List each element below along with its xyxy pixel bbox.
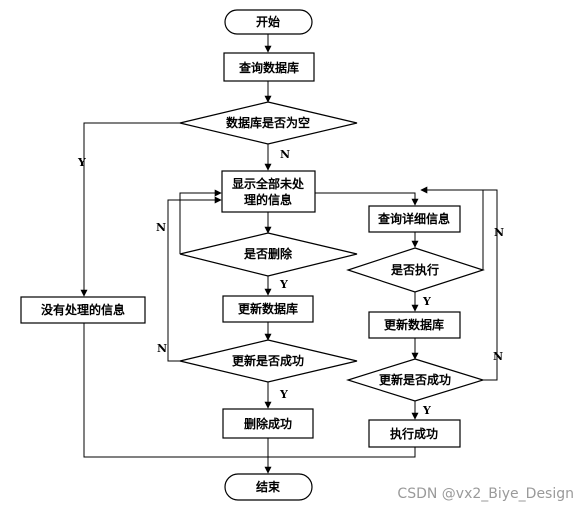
delete-decision: 是否删除 bbox=[179, 232, 358, 277]
delete-success-label: 删除成功 bbox=[244, 416, 292, 431]
end-node: 结束 bbox=[224, 473, 313, 501]
show-unprocessed-line2: 理的信息 bbox=[244, 192, 292, 207]
update-db-left-node: 更新数据库 bbox=[222, 295, 314, 323]
show-unprocessed-line1: 显示全部未处 bbox=[232, 176, 305, 191]
end-label: 结束 bbox=[256, 479, 281, 494]
update-ok-right-decision: 更新是否成功 bbox=[345, 358, 486, 402]
label-update-right-no: N bbox=[493, 350, 503, 363]
label-delete-yes: Y bbox=[279, 278, 288, 291]
label-update-left-no: N bbox=[157, 342, 167, 355]
label-empty-no: N bbox=[280, 148, 290, 161]
query-detail-label: 查询详细信息 bbox=[377, 211, 450, 226]
label-update-right-yes: Y bbox=[422, 404, 431, 417]
label-execute-yes: Y bbox=[422, 295, 431, 308]
query-detail-node: 查询详细信息 bbox=[368, 205, 461, 233]
update-ok-right-label: 更新是否成功 bbox=[379, 372, 451, 387]
label-execute-no: N bbox=[494, 226, 504, 239]
edge-none-to-end bbox=[83, 323, 268, 458]
delete-success-node: 删除成功 bbox=[222, 408, 314, 439]
label-delete-no: N bbox=[156, 221, 166, 234]
edge-empty-yes bbox=[80, 122, 180, 297]
no-unprocessed-node: 没有处理的信息 bbox=[20, 296, 146, 324]
label-empty-yes: Y bbox=[77, 156, 86, 169]
delete-decision-label: 是否删除 bbox=[243, 246, 293, 261]
start-node: 开始 bbox=[224, 9, 313, 35]
query-db-node: 查询数据库 bbox=[223, 52, 315, 82]
db-empty-decision: 数据库是否为空 bbox=[179, 101, 358, 145]
start-label: 开始 bbox=[256, 14, 280, 29]
execute-decision-label: 是否执行 bbox=[390, 262, 439, 277]
edge-show-to-detail bbox=[315, 192, 419, 206]
edge-update-no-left bbox=[167, 196, 222, 362]
db-empty-label: 数据库是否为空 bbox=[226, 115, 310, 130]
update-db-right-node: 更新数据库 bbox=[368, 311, 461, 339]
connectors bbox=[80, 34, 498, 474]
execute-success-label: 执行成功 bbox=[390, 426, 438, 441]
show-unprocessed-node: 显示全部未处 理的信息 bbox=[221, 170, 316, 213]
edge-update-no-right bbox=[421, 189, 498, 381]
watermark: CSDN @vx2_Biye_Design bbox=[397, 486, 574, 502]
query-db-label: 查询数据库 bbox=[238, 60, 299, 75]
edge-delete-no bbox=[179, 189, 222, 254]
execute-success-node: 执行成功 bbox=[368, 419, 461, 448]
edge-execute-success-to-end bbox=[268, 447, 416, 458]
execute-decision: 是否执行 bbox=[346, 247, 485, 293]
branch-labels: Y N N Y N Y N Y N Y bbox=[77, 148, 504, 417]
update-db-left-label: 更新数据库 bbox=[238, 301, 298, 316]
no-unprocessed-label: 没有处理的信息 bbox=[41, 302, 125, 317]
update-ok-left-decision: 更新是否成功 bbox=[179, 339, 358, 383]
label-update-left-yes: Y bbox=[279, 388, 288, 401]
update-db-right-label: 更新数据库 bbox=[384, 317, 444, 332]
update-ok-left-label: 更新是否成功 bbox=[232, 353, 304, 368]
